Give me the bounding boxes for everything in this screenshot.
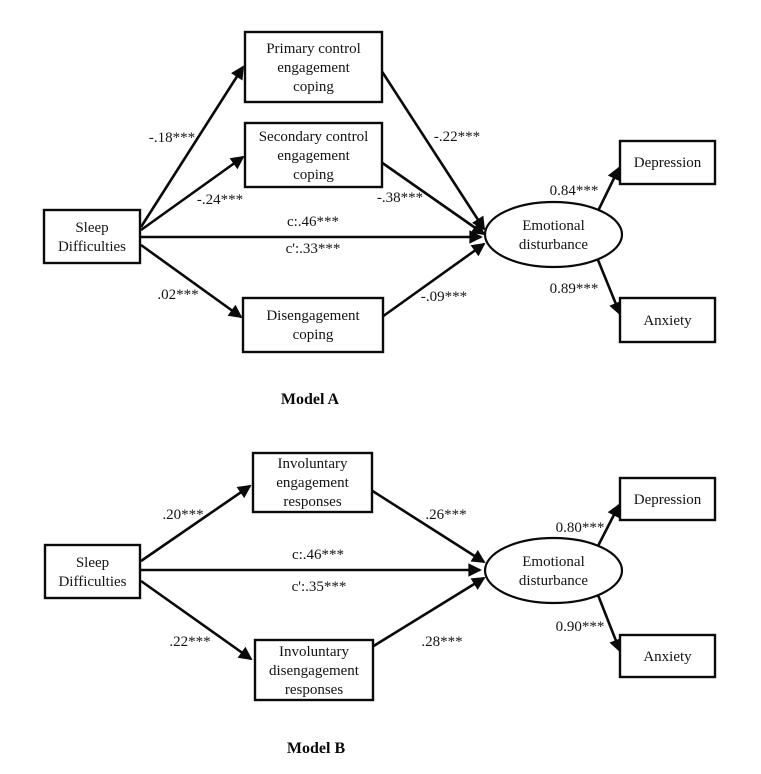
model-a-sleep-label-line2: Difficulties	[58, 239, 126, 255]
model-b-group: Sleep Difficulties Involuntary engagemen…	[43, 451, 717, 757]
model-b-depression-label: Depression	[634, 492, 702, 508]
model-b-path-engagement-to-emotional-arrow	[370, 488, 486, 564]
model-b-anxiety-label: Anxiety	[643, 649, 692, 665]
model-a-path-disengagement-to-emotional-arrow	[381, 242, 486, 319]
model-a-emotional-disturbance-ellipse	[483, 200, 624, 269]
model-a-sleep-difficulties-box	[42, 208, 142, 265]
model-b-coef-direct-c-prime: c':.35***	[292, 579, 347, 595]
model-a-group: Sleep Difficulties Primary control engag…	[42, 30, 717, 408]
model-b-path-emotional-to-depression-arrow	[596, 503, 621, 547]
model-a-anxiety-box	[618, 296, 717, 344]
model-a-secondary-label-line3: coping	[293, 167, 334, 183]
model-a-emotional-label-line2: disturbance	[519, 237, 588, 253]
model-b-disengagement-label-line2: disengagement	[269, 663, 360, 679]
model-b-disengagement-label-line3: responses	[285, 682, 343, 698]
model-b-sleep-label-line2: Difficulties	[58, 574, 126, 590]
model-a-path-primary-to-emotional-arrow	[379, 69, 486, 231]
model-b-anxiety-box	[618, 633, 717, 679]
model-a-path-sleep-to-secondary-arrow	[140, 155, 245, 232]
model-a-disengagement-label-line1: Disengagement	[266, 308, 360, 324]
model-a-depression-box	[618, 139, 717, 186]
model-a-primary-label-line3: coping	[293, 79, 334, 95]
model-b-involuntary-disengagement-box	[253, 638, 375, 702]
model-b-involuntary-engagement-box	[251, 451, 374, 514]
model-a-path-emotional-to-depression-arrow	[596, 166, 621, 212]
model-b-emotional-label-line2: disturbance	[519, 573, 588, 589]
model-a-coef-direct-c: c:.46***	[287, 214, 339, 230]
model-a-sleep-label-line1: Sleep	[75, 220, 108, 236]
model-a-path-secondary-to-emotional-arrow	[380, 160, 486, 236]
model-b-caption: Model B	[287, 740, 346, 757]
model-a-secondary-control-coping-box	[243, 121, 384, 189]
model-b-coef-sleep-to-disengagement: .22***	[169, 634, 210, 650]
model-a-coef-emotional-to-depression: 0.84***	[550, 183, 599, 199]
model-a-secondary-label-line1: Secondary control	[259, 129, 369, 145]
model-b-coef-emotional-to-anxiety: 0.90***	[556, 619, 605, 635]
model-b-coef-engagement-to-emotional: .26***	[425, 507, 466, 523]
model-b-coef-direct-c: c:.46***	[292, 547, 344, 563]
model-b-coef-emotional-to-depression: 0.80***	[556, 520, 605, 536]
model-b-path-sleep-to-engagement-arrow	[140, 484, 252, 563]
model-b-path-disengagement-to-emotional-arrow	[371, 576, 486, 649]
model-b-emotional-disturbance-ellipse	[483, 536, 624, 605]
model-a-coef-sleep-to-secondary: -.24***	[197, 192, 243, 208]
model-a-primary-label-line2: engagement	[277, 60, 350, 76]
model-a-emotional-label-line1: Emotional	[522, 218, 585, 234]
model-b-coef-disengagement-to-emotional: .28***	[421, 634, 462, 650]
model-b-path-emotional-to-anxiety-arrow	[596, 594, 623, 653]
model-b-sleep-label-line1: Sleep	[76, 555, 109, 571]
model-b-disengagement-label-line1: Involuntary	[279, 644, 349, 660]
model-b-engagement-label-line1: Involuntary	[278, 456, 348, 472]
model-a-path-sleep-to-disengagement-arrow	[140, 243, 243, 319]
model-a-coef-sleep-to-primary: -.18***	[149, 130, 195, 146]
model-a-path-sleep-to-primary-arrow	[139, 65, 245, 228]
model-b-engagement-label-line2: engagement	[276, 475, 349, 491]
model-b-coef-sleep-to-engagement: .20***	[162, 507, 203, 523]
model-b-depression-box	[618, 476, 717, 522]
model-a-secondary-label-line2: engagement	[277, 148, 350, 164]
model-b-emotional-label-line1: Emotional	[522, 554, 585, 570]
model-a-disengagement-coping-box	[241, 296, 385, 354]
model-a-coef-emotional-to-anxiety: 0.89***	[550, 281, 599, 297]
model-a-primary-label-line1: Primary control	[266, 41, 361, 57]
model-a-caption: Model A	[281, 391, 340, 408]
model-a-depression-label: Depression	[634, 155, 702, 171]
model-a-coef-secondary-to-emotional: -.38***	[377, 190, 423, 206]
model-a-anxiety-label: Anxiety	[643, 313, 692, 329]
model-a-coef-sleep-to-disengagement: .02***	[157, 287, 198, 303]
model-a-primary-control-coping-box	[243, 30, 384, 104]
model-a-disengagement-label-line2: coping	[293, 327, 334, 343]
model-b-engagement-label-line3: responses	[283, 494, 341, 510]
model-a-path-emotional-to-anxiety-arrow	[596, 259, 622, 316]
model-b-sleep-difficulties-box	[43, 543, 142, 600]
model-a-coef-direct-c-prime: c':.33***	[286, 241, 341, 257]
model-a-coef-disengagement-to-emotional: -.09***	[421, 289, 467, 305]
model-a-coef-primary-to-emotional: -.22***	[434, 129, 480, 145]
model-b-path-sleep-to-disengagement-arrow	[140, 579, 253, 661]
